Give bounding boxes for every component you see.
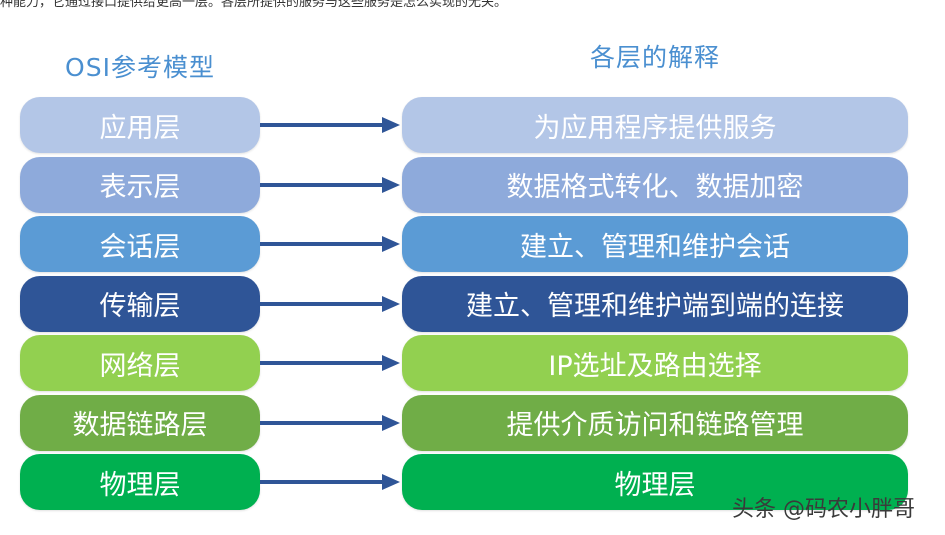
arrow-right-icon — [260, 414, 400, 431]
arrow-right-icon — [260, 474, 400, 490]
layer-row: 应用层 为应用程序提供服务 — [0, 97, 945, 153]
layer-explanation-title: 各层的解释 — [589, 43, 720, 72]
osi-model-title: OSI参考模型 — [65, 53, 215, 82]
layer-name-box: 表示层 — [20, 156, 260, 213]
layer-description-box: 物理层 — [402, 454, 908, 510]
watermark: 头条 @码农小胖哥 — [732, 497, 915, 522]
intro-text: 种能力，它通过接口提供给更高一层。各层所提供的服务与这些服务是怎么实现的无关。 — [0, 0, 508, 10]
layer-description-box: 为应用程序提供服务 — [402, 97, 908, 153]
layer-description-box: 提供介质访问和链路管理 — [402, 394, 908, 451]
layer-row: 会话层 建立、管理和维护会话 — [0, 216, 945, 272]
arrow-right-icon — [260, 295, 400, 312]
layer-name-box: 会话层 — [20, 216, 260, 272]
layer-name-box: 物理层 — [20, 454, 260, 510]
layer-row: 传输层 建立、管理和维护端到端的连接 — [0, 275, 945, 332]
arrow-right-icon — [260, 176, 400, 193]
layer-description-box: IP选址及路由选择 — [402, 335, 908, 391]
layer-row: 数据链路层 提供介质访问和链路管理 — [0, 394, 945, 451]
layer-name-box: 传输层 — [20, 275, 260, 332]
layer-row: 表示层 数据格式转化、数据加密 — [0, 156, 945, 213]
layer-description-box: 数据格式转化、数据加密 — [402, 156, 908, 213]
layer-name-box: 应用层 — [20, 97, 260, 153]
layer-description-box: 建立、管理和维护端到端的连接 — [402, 275, 908, 332]
arrow-right-icon — [260, 236, 400, 252]
layer-name-box: 网络层 — [20, 335, 260, 391]
arrow-right-icon — [260, 355, 400, 371]
layer-name-box: 数据链路层 — [20, 394, 260, 451]
layer-description-box: 建立、管理和维护会话 — [402, 216, 908, 272]
layer-row: 物理层 物理层 — [0, 454, 945, 510]
layer-row: 网络层 IP选址及路由选择 — [0, 335, 945, 391]
arrow-right-icon — [260, 117, 400, 133]
